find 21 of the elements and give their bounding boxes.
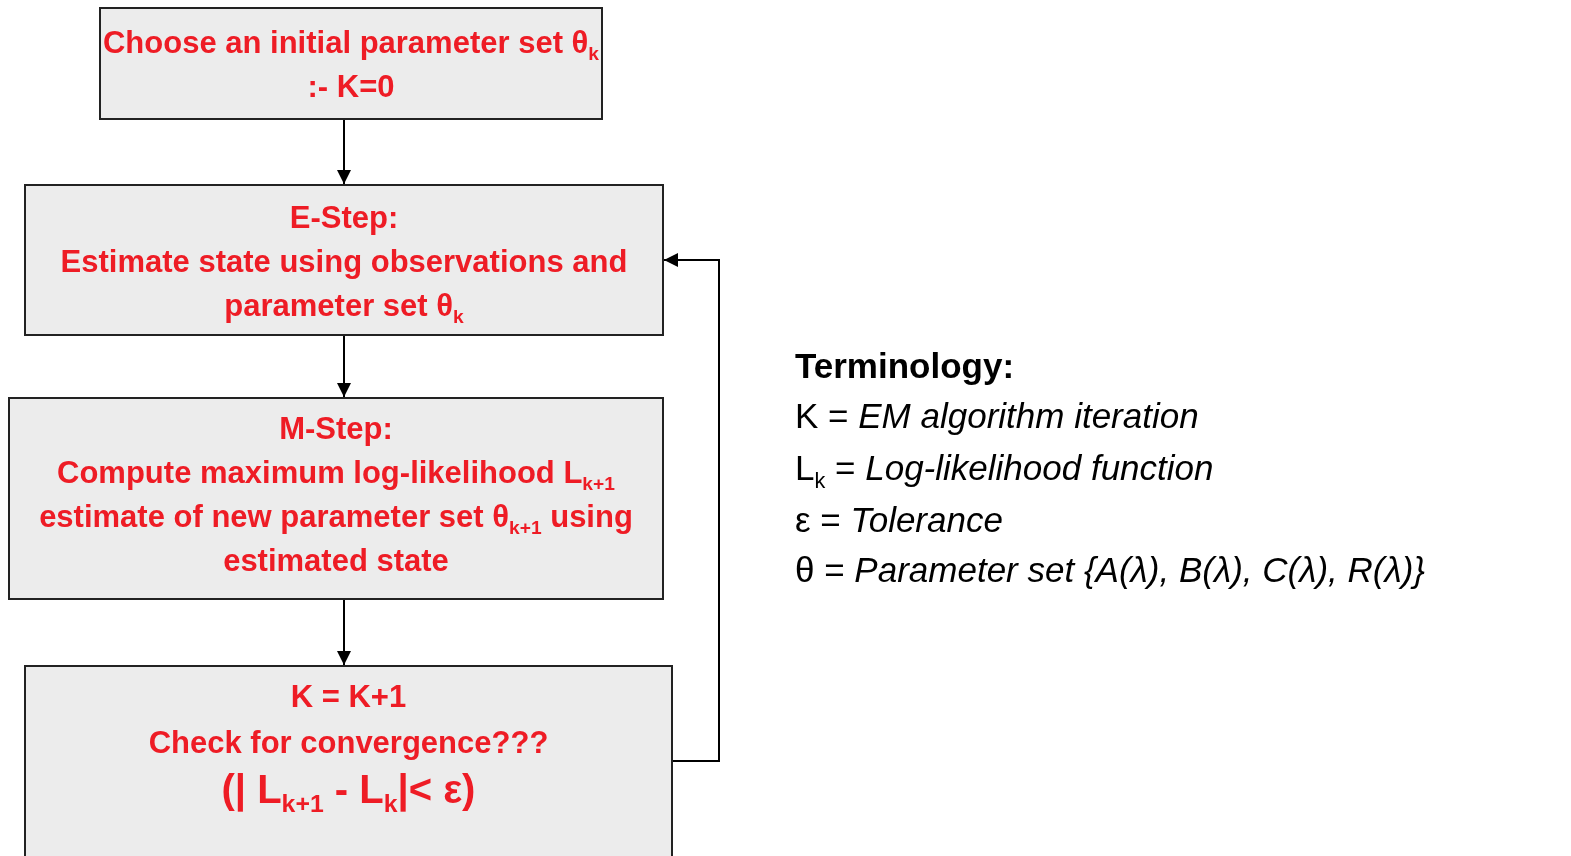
process-box	[99, 7, 603, 120]
arrow	[337, 119, 351, 185]
arrow	[337, 599, 351, 666]
arrow	[337, 335, 351, 398]
process-box	[24, 184, 664, 336]
definition-text: ε = Tolerance	[795, 499, 1003, 541]
step-text: Check for convergence???	[148, 724, 549, 762]
step-text: Choose an initial parameter set θ$_{k}$ :- K=0	[102, 24, 600, 106]
step-text: Estimate state using observations and parameter set θ$_{k}$	[59, 243, 629, 328]
step-heading: K = K+1	[290, 678, 407, 716]
step-text: (| L$_{k+1}$ - L$_{k}$|< ε)	[221, 767, 476, 811]
arrow	[663, 253, 720, 762]
process-box	[24, 665, 673, 856]
step-heading: M-Step:	[279, 410, 393, 448]
definition-text: θ = Parameter set {A(λ), B(λ), C(λ), R(λ)}	[795, 549, 1425, 591]
step-text: Compute maximum log-likelihood L$_{k+1}$ estimate of new parameter set θ$_{k+1}$ using estimated state	[38, 454, 634, 580]
definition-text: K = EM algorithm iteration	[795, 395, 1199, 437]
process-box	[8, 397, 664, 600]
step-heading: E-Step:	[289, 199, 399, 237]
legend-heading: Terminology:	[795, 345, 1015, 387]
definition-text: L$_{k}$ = Log-likelihood function	[795, 447, 1214, 494]
